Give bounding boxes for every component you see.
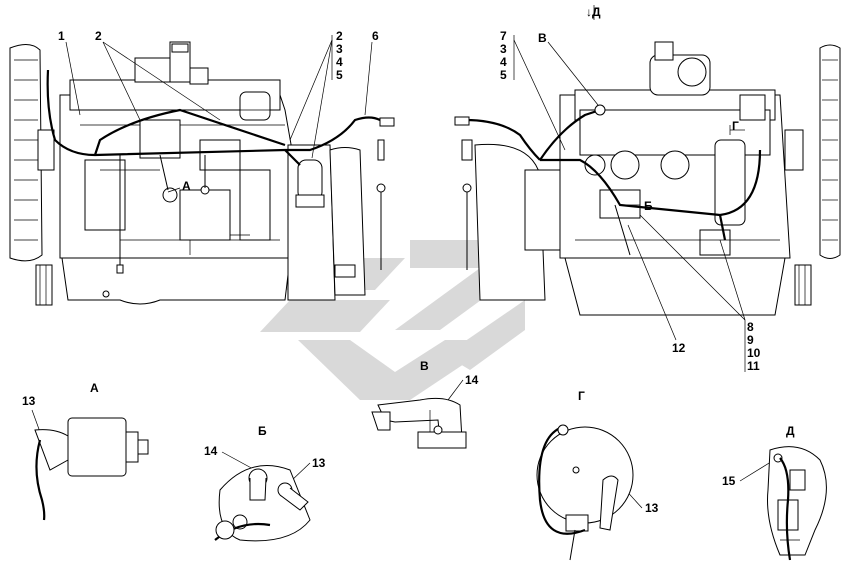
callout-12: 12 xyxy=(672,341,686,355)
callout-4-right: 4 xyxy=(500,55,507,69)
detail-v: В 14 xyxy=(371,359,479,449)
callout-2: 2 xyxy=(336,29,343,43)
view-letter-a: А xyxy=(182,179,191,193)
detail-g-callout-13: 13 xyxy=(645,501,659,515)
callout-4: 4 xyxy=(336,55,343,69)
detail-d-title: Д xyxy=(786,424,795,438)
view-letter-g: Г xyxy=(732,119,739,133)
callout-11: 11 xyxy=(747,359,760,373)
callout-9: 9 xyxy=(747,333,754,347)
callouts: 1 2 2 3 4 5 6 7 3 4 5 8 9 10 11 12 А Б В… xyxy=(58,5,761,373)
callout-10: 10 xyxy=(747,346,761,360)
callout-1: 1 xyxy=(58,29,65,43)
view-letter-b: Б xyxy=(644,199,653,213)
view-letter-v: В xyxy=(538,31,547,45)
view-direction-d: ↓Д xyxy=(586,5,601,19)
detail-a-title: А xyxy=(90,381,99,395)
engine-right-view xyxy=(454,41,841,316)
detail-d-callout-15: 15 xyxy=(722,474,736,488)
detail-a-callout-13: 13 xyxy=(22,394,36,408)
engine-left-view xyxy=(9,41,395,306)
detail-b-callout-13: 13 xyxy=(312,456,326,470)
callout-5-right: 5 xyxy=(500,68,507,82)
detail-b-title: Б xyxy=(258,424,267,438)
callout-3: 3 xyxy=(336,42,343,56)
leader-lines xyxy=(65,5,746,372)
callout-6: 6 xyxy=(372,29,379,43)
callout-7: 7 xyxy=(500,29,507,43)
callout-5: 5 xyxy=(336,68,343,82)
detail-b-callout-14: 14 xyxy=(204,444,218,458)
detail-g: Г 13 xyxy=(536,389,659,561)
callout-3-right: 3 xyxy=(500,42,507,56)
callout-2-left: 2 xyxy=(95,29,102,43)
callout-8: 8 xyxy=(747,320,754,334)
detail-v-title: В xyxy=(420,359,429,373)
detail-g-title: Г xyxy=(578,389,585,403)
detail-a: А 13 xyxy=(22,381,149,521)
detail-b: Б 14 13 xyxy=(204,424,326,542)
detail-v-callout-14: 14 xyxy=(465,373,479,387)
detail-d: Д 15 xyxy=(722,424,827,561)
